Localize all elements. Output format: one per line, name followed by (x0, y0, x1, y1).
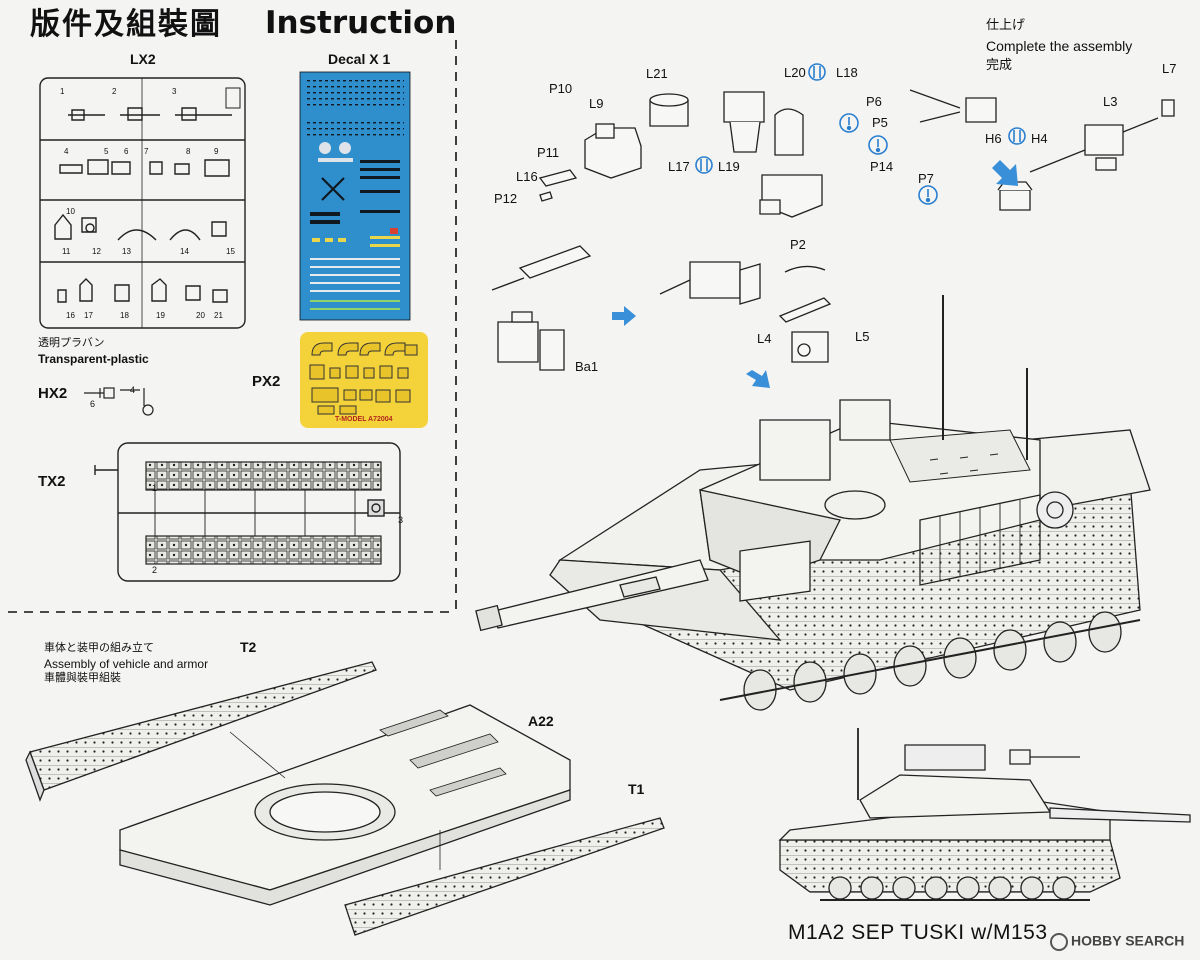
title-english: Instruction (265, 5, 457, 41)
lx-number: 16 (66, 311, 75, 320)
lx-number: 3 (172, 87, 177, 96)
part-label-l17: L17 (668, 159, 690, 174)
part-label-l3: L3 (1103, 94, 1118, 109)
assembly-cn: 車體與裝甲組裝 (44, 672, 121, 684)
complete-jp: 仕上げ (986, 17, 1026, 32)
lx-number: 17 (84, 311, 93, 320)
lx2-label: LX2 (130, 51, 156, 67)
tx2-sprue (94, 442, 401, 582)
lx-number: 18 (120, 311, 129, 320)
part-label-p7: P7 (918, 171, 934, 186)
assembly-symbols (695, 63, 1026, 205)
part-label-l20: L20 (784, 65, 806, 80)
lx-number: 5 (104, 147, 109, 156)
lx-number: 6 (124, 147, 129, 156)
transparent-jp-label: 透明プラバン (38, 337, 105, 349)
lx-number: 4 (64, 147, 69, 156)
decal-maker-label: T-MODEL A72004 (335, 416, 393, 423)
part-label-p11: P11 (537, 145, 560, 160)
lx-number: 9 (214, 147, 219, 156)
watermark-text: HOBBY SEARCH (1071, 932, 1185, 949)
complete-cn: 完成 (986, 57, 1013, 72)
part-label-l21: L21 (646, 66, 668, 81)
lx-number: 8 (186, 147, 191, 156)
part-label-l9: L9 (589, 96, 604, 111)
assembly-jp: 車体と装甲の組み立て (44, 642, 154, 654)
lx-number: 7 (144, 147, 149, 156)
part-label-t1: T1 (628, 781, 645, 797)
title-chinese: 版件及組裝圖 (30, 7, 222, 42)
complete-en: Complete the assembly (986, 38, 1133, 54)
part-label-l18: L18 (836, 65, 858, 80)
part-label-p10: P10 (549, 81, 573, 96)
lx-number: 2 (112, 87, 117, 96)
hx-number: 6 (90, 399, 96, 409)
lx-number: 20 (196, 311, 205, 320)
part-label-p5: P5 (872, 115, 888, 130)
part-label-l16: L16 (516, 169, 538, 184)
lx-number: 11 (62, 247, 71, 256)
part-label-l7: L7 (1162, 61, 1177, 76)
part-label-p14: P14 (870, 159, 894, 174)
part-label-l19: L19 (718, 159, 740, 174)
assembly-en: Assembly of vehicle and armor (44, 657, 209, 671)
lx-number: 19 (156, 311, 165, 320)
tank-side-view (778, 728, 1191, 901)
tx2-label: TX2 (38, 473, 66, 490)
photo-etch-sheet (300, 332, 428, 428)
lx-number: 1 (60, 87, 65, 96)
model-name: M1A2 SEP TUSKI w/M153 (788, 921, 1048, 944)
part-label-l4: L4 (757, 331, 772, 346)
transparent-en-label: Transparent-plastic (38, 352, 149, 366)
decal-sheet (299, 71, 411, 321)
lx-number: 10 (66, 207, 75, 216)
part-label-p6: P6 (866, 94, 882, 109)
part-label-ba1: Ba1 (575, 359, 599, 374)
part-label-a22: A22 (528, 713, 554, 729)
part-label-h4: H4 (1031, 131, 1048, 146)
hx-number: 4 (130, 385, 136, 395)
hx2-label: HX2 (38, 385, 68, 402)
flow-arrows (612, 160, 1018, 388)
lx-number: 15 (226, 247, 235, 256)
watermark: HOBBY SEARCH (1050, 933, 1184, 951)
lx2-sprue (39, 77, 246, 329)
part-label-p12: P12 (494, 191, 518, 206)
subassembly-drawings (491, 89, 1175, 371)
lx-number: 14 (180, 247, 189, 256)
tank-isometric (475, 295, 1151, 711)
decal-label: Decal X 1 (328, 51, 391, 67)
lx-number: 12 (92, 247, 101, 256)
lx-number: 21 (214, 311, 223, 320)
px2-label: PX2 (252, 373, 281, 390)
part-label-l5: L5 (855, 329, 870, 344)
tx-number: 1 (152, 483, 158, 493)
tx-number: 2 (152, 565, 158, 575)
part-label-h6: H6 (985, 131, 1002, 146)
lx-number: 13 (122, 247, 131, 256)
hull-assembly (25, 661, 665, 936)
hx2-parts (84, 387, 154, 416)
tx-number: 3 (398, 515, 404, 525)
watermark-logo-icon (1050, 933, 1068, 951)
part-label-p2: P2 (790, 237, 806, 252)
part-label-t2: T2 (240, 639, 257, 655)
